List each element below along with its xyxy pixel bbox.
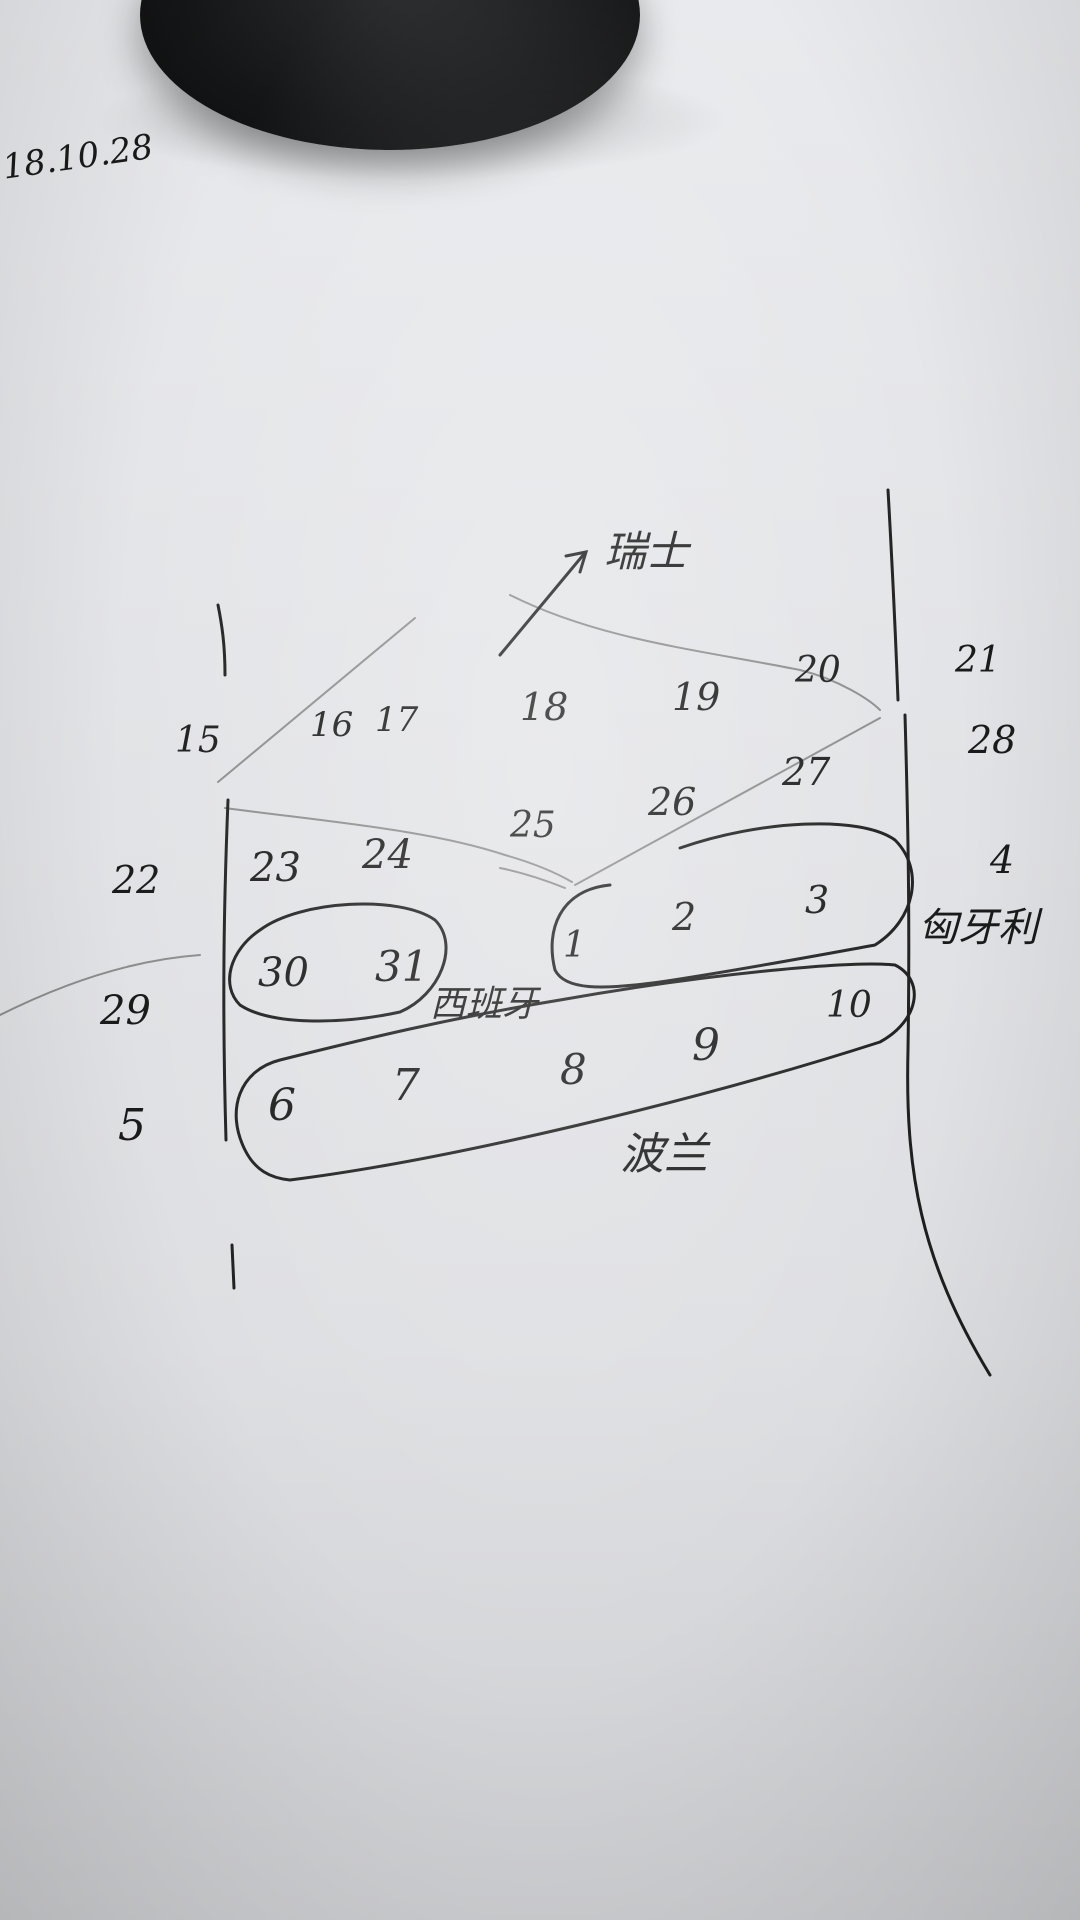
number-9: 9 bbox=[692, 1020, 720, 1071]
number-16: 16 bbox=[310, 705, 354, 745]
number-31: 31 bbox=[375, 942, 429, 991]
pencil-line-top-left bbox=[217, 617, 416, 783]
number-2: 2 bbox=[672, 895, 697, 939]
number-19: 19 bbox=[672, 675, 721, 719]
pencil-line-diag bbox=[574, 717, 881, 886]
arrow-head bbox=[564, 550, 589, 574]
right-border-top bbox=[886, 488, 900, 702]
pencil-line-left-dash bbox=[499, 867, 566, 889]
label-middle: 西班牙 bbox=[430, 984, 539, 1025]
number-24: 24 bbox=[362, 832, 413, 878]
left-border-top bbox=[216, 603, 227, 677]
left-border-main bbox=[222, 798, 230, 1142]
number-5: 5 bbox=[118, 1100, 146, 1151]
number-29: 29 bbox=[100, 988, 151, 1034]
number-18: 18 bbox=[520, 685, 569, 729]
number-3: 3 bbox=[805, 878, 830, 922]
number-20: 20 bbox=[795, 650, 841, 691]
pencil-line-mid bbox=[224, 807, 573, 883]
ellipse-6-10 bbox=[234, 962, 916, 1182]
number-15: 15 bbox=[175, 720, 221, 761]
ellipse-30-31 bbox=[228, 902, 448, 1023]
left-border-bottom bbox=[230, 1243, 236, 1290]
number-17: 17 bbox=[375, 700, 419, 740]
number-21: 21 bbox=[955, 640, 1001, 681]
number-1: 1 bbox=[563, 925, 586, 966]
number-7: 7 bbox=[392, 1060, 420, 1111]
arrow-shaft bbox=[498, 552, 586, 657]
number-30: 30 bbox=[258, 950, 309, 996]
number-26: 26 bbox=[648, 780, 697, 824]
label-right: 匈牙利 bbox=[918, 905, 1038, 951]
number-4: 4 bbox=[990, 838, 1015, 882]
number-6: 6 bbox=[268, 1080, 296, 1131]
number-10: 10 bbox=[826, 985, 872, 1026]
number-27: 27 bbox=[782, 750, 831, 794]
number-8: 8 bbox=[560, 1045, 587, 1094]
number-28: 28 bbox=[968, 718, 1017, 762]
number-22: 22 bbox=[112, 858, 161, 902]
pencil-line-top-right bbox=[509, 594, 881, 711]
number-23: 23 bbox=[250, 845, 301, 891]
number-25: 25 bbox=[510, 805, 556, 846]
label-bottom: 波兰 bbox=[620, 1129, 708, 1180]
right-border-main bbox=[903, 713, 992, 1377]
pencil-line-left-lower bbox=[0, 954, 201, 1016]
ellipse-1-2-3 bbox=[550, 822, 914, 989]
label-top: 瑞士 bbox=[604, 527, 689, 576]
